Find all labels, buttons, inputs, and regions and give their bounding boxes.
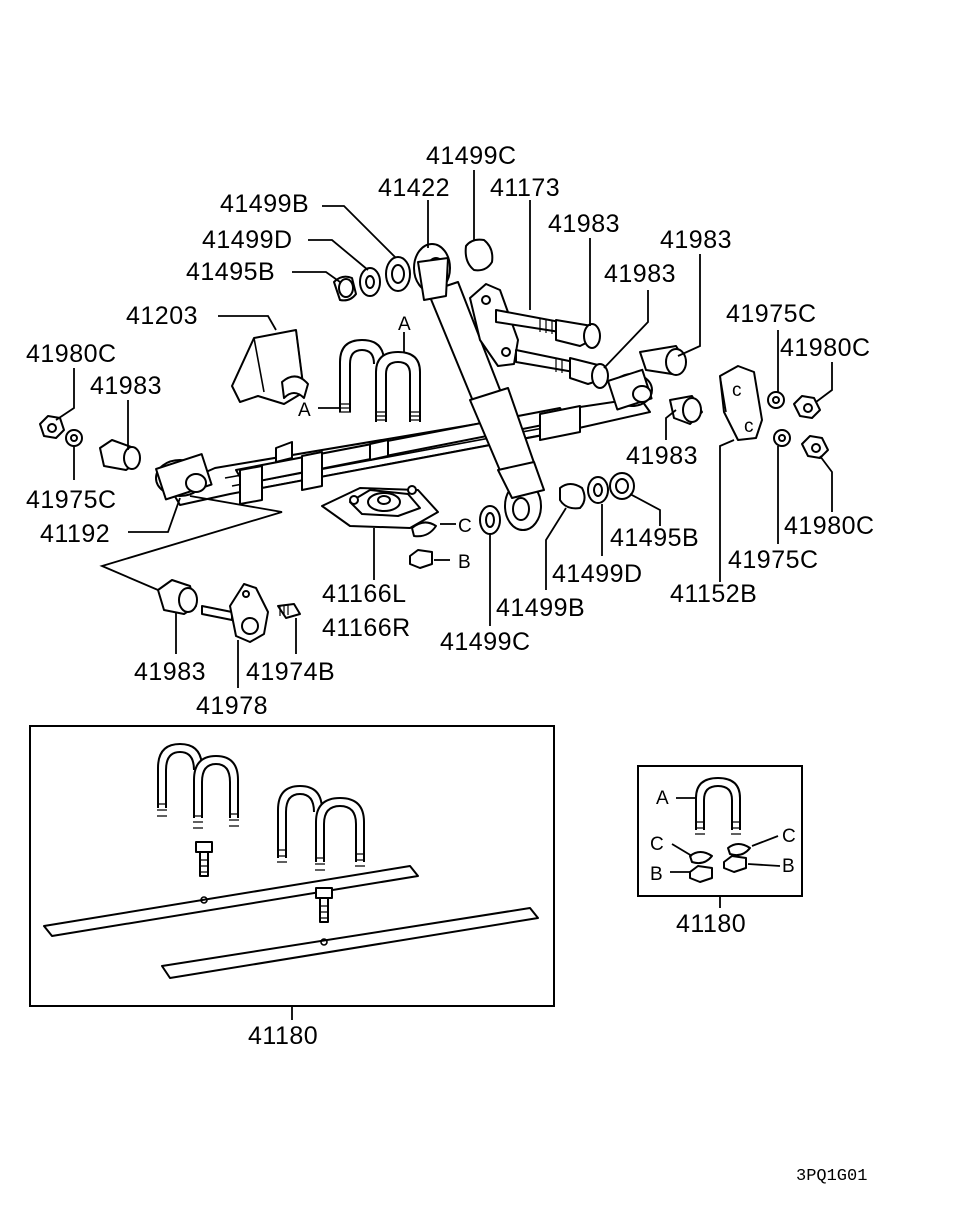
- label-41983-bottom: 41983: [134, 658, 206, 686]
- washer-41975C-br: [773, 429, 791, 447]
- kit-marker-c-left: C: [650, 834, 664, 855]
- label-41499D-mid: 41499D: [552, 560, 643, 588]
- kit-box-small: A C C B B: [637, 765, 803, 897]
- label-41983-c: 41983: [604, 260, 676, 288]
- label-41975C-left: 41975C: [26, 486, 117, 514]
- label-41499C-mid: 41499C: [440, 628, 531, 656]
- label-41166L: 41166L: [322, 580, 407, 608]
- nut-41980C-tr: [793, 395, 821, 419]
- label-41974B: 41974B: [246, 658, 335, 686]
- diagram-code: 3PQ1G01: [796, 1167, 867, 1186]
- hanger-pin-41978: [201, 583, 269, 643]
- label-41495B-mid: 41495B: [610, 524, 699, 552]
- bushing-41983-right: [669, 395, 703, 425]
- label-41983-a: 41983: [548, 210, 620, 238]
- label-41978: 41978: [196, 692, 268, 720]
- label-41983-right: 41983: [626, 442, 698, 470]
- bushing-41495B-mid: [609, 472, 635, 500]
- washer-41499D-mid: [587, 476, 609, 504]
- shock-absorber: [413, 243, 545, 531]
- marker-a-ubolt-left: A: [298, 400, 311, 421]
- label-41180-small: 41180: [676, 910, 746, 938]
- label-41495B-top: 41495B: [186, 258, 275, 286]
- spring-pad-plate: [321, 485, 439, 529]
- bump-stopper: [231, 329, 309, 405]
- kit-marker-b-left: B: [650, 864, 663, 885]
- part-labels: 41499C 41422 41173 41499B 41983 41983 41…: [26, 142, 875, 720]
- label-41203: 41203: [126, 302, 198, 330]
- bolt-41974B: [277, 603, 301, 619]
- label-41975C-tr: 41975C: [726, 300, 817, 328]
- label-41499D-top: 41499D: [202, 226, 293, 254]
- u-bolts-top: [339, 339, 421, 422]
- link-marker-c-top: c: [732, 380, 742, 401]
- exploded-view-line: [99, 495, 283, 591]
- link-marker-c-bottom: c: [744, 416, 754, 437]
- kit-marker-a: A: [656, 788, 669, 809]
- washer-c-plate: [411, 521, 437, 538]
- label-41422: 41422: [378, 174, 450, 202]
- label-41180-main: 41180: [248, 1022, 318, 1050]
- washer-41499C-mid: [479, 505, 501, 535]
- bushing-41983-left: [99, 439, 141, 471]
- label-41499B-top: 41499B: [220, 190, 309, 218]
- bushing-41983-a: [555, 319, 601, 349]
- bushing-41983-b: [569, 357, 609, 389]
- washer-41499D-top: [359, 267, 381, 297]
- label-41980C-left: 41980C: [26, 340, 117, 368]
- washer-41975C-left: [65, 429, 83, 447]
- label-41499B-mid: 41499B: [496, 594, 585, 622]
- label-41152B: 41152B: [670, 580, 757, 608]
- hanger-bushing-41983-bottom: [157, 579, 198, 615]
- shackle-bracket-41173: [469, 283, 575, 373]
- label-41192: 41192: [40, 520, 110, 548]
- kit-marker-c-right: C: [782, 826, 796, 847]
- kit-marker-b-right: B: [782, 856, 795, 877]
- label-41980C-br: 41980C: [784, 512, 875, 540]
- nut-41980C-left: [39, 415, 65, 439]
- bushing-41983-c: [639, 345, 687, 376]
- label-41983-b: 41983: [660, 226, 732, 254]
- leader-lines: [55, 170, 833, 688]
- nut-41980C-br: [801, 435, 829, 459]
- label-41173: 41173: [490, 174, 560, 202]
- bushing-41499C-top: [464, 238, 494, 272]
- washer-41499B-top: [385, 256, 411, 292]
- kit-box-main: [29, 725, 555, 1007]
- label-41499C-top: 41499C: [426, 142, 517, 170]
- bushing-41499B-mid: [559, 483, 586, 510]
- label-41980C-tr: 41980C: [780, 334, 871, 362]
- label-41983-left: 41983: [90, 372, 162, 400]
- label-41975C-br: 41975C: [728, 546, 819, 574]
- washer-41975C-tr: [767, 391, 785, 409]
- label-41166R: 41166R: [322, 614, 411, 642]
- marker-b-plate: B: [458, 552, 471, 573]
- marker-a-ubolt-top: A: [398, 314, 411, 335]
- shackle-link-41152B: c c: [719, 365, 763, 441]
- nut-b-plate: [409, 549, 433, 569]
- marker-c-plate: C: [458, 516, 472, 537]
